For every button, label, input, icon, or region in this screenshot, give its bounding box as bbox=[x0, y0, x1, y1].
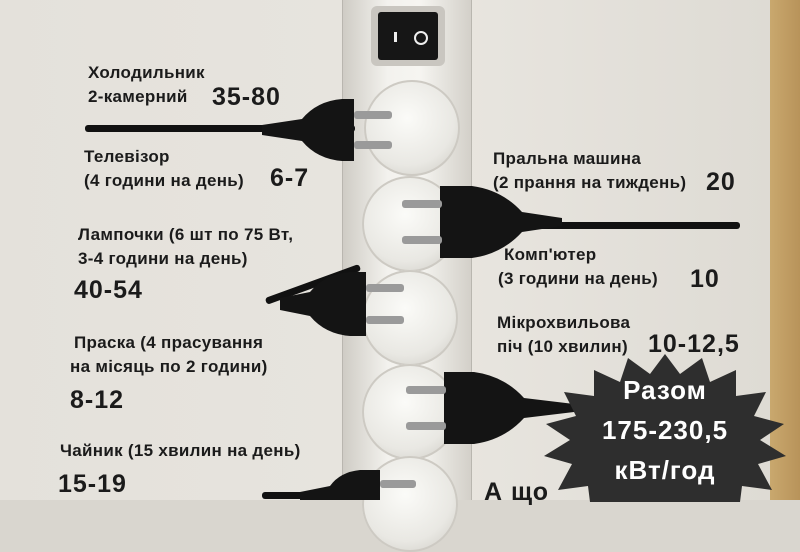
washer-value: 20 bbox=[706, 168, 736, 196]
bulbs-label-line2: 3-4 години на день) bbox=[78, 249, 248, 268]
cord-2 bbox=[470, 222, 740, 229]
computer-label-line1: Комп'ютер bbox=[504, 245, 597, 264]
computer-value: 10 bbox=[690, 265, 720, 293]
kettle-label-line1: Чайник (15 хвилин на день) bbox=[60, 441, 301, 460]
bulbs-value: 40-54 bbox=[74, 276, 143, 304]
microwave-value: 10-12,5 bbox=[648, 330, 740, 358]
tv-label-line1: Телевізор bbox=[84, 147, 170, 166]
plug-1-icon bbox=[262, 99, 392, 161]
washer-label-line1: Пральна машина bbox=[493, 149, 642, 168]
microwave-label-line2: піч (10 хвилин) bbox=[497, 337, 628, 356]
washer-label-line2: (2 прання на тиждень) bbox=[493, 173, 687, 192]
tv-label-line2: (4 години на день) bbox=[84, 171, 245, 190]
fridge-label-line1: Холодильник bbox=[88, 63, 205, 82]
computer-label-line2: (3 години на день) bbox=[498, 269, 659, 288]
iron-value: 8-12 bbox=[70, 386, 125, 414]
tv-value: 6-7 bbox=[270, 164, 310, 192]
kettle-value: 15-19 bbox=[58, 470, 127, 498]
switch-on-mark bbox=[414, 31, 428, 45]
starburst-icon bbox=[544, 354, 786, 502]
power-switch-face bbox=[378, 12, 438, 60]
plug-4-icon bbox=[406, 372, 574, 444]
power-switch bbox=[371, 6, 445, 66]
total-badge: Разом 175-230,5 кВт/год bbox=[540, 352, 790, 502]
total-label: Разом bbox=[623, 375, 707, 405]
table-edge bbox=[770, 0, 800, 500]
total-unit: кВт/год bbox=[614, 455, 716, 485]
total-value: 175-230,5 bbox=[601, 415, 729, 445]
fridge-label-line2: 2-камерний bbox=[88, 87, 188, 106]
plug-3-icon bbox=[280, 272, 404, 336]
iron-label-line1: Праска (4 прасування bbox=[74, 333, 264, 352]
socket-4 bbox=[362, 364, 458, 460]
cord-1 bbox=[85, 125, 355, 132]
bulbs-label-line1: Лампочки (6 шт по 75 Вт, bbox=[78, 225, 294, 244]
microwave-label-line1: Мікрохвильова bbox=[497, 313, 631, 332]
socket-1 bbox=[364, 80, 460, 176]
fridge-value: 35-80 bbox=[212, 83, 281, 111]
plug-2-icon bbox=[402, 186, 562, 258]
plug-5-icon bbox=[300, 470, 416, 500]
switch-off-mark bbox=[394, 32, 397, 42]
iron-label-line2: на місяць по 2 години) bbox=[70, 357, 268, 376]
